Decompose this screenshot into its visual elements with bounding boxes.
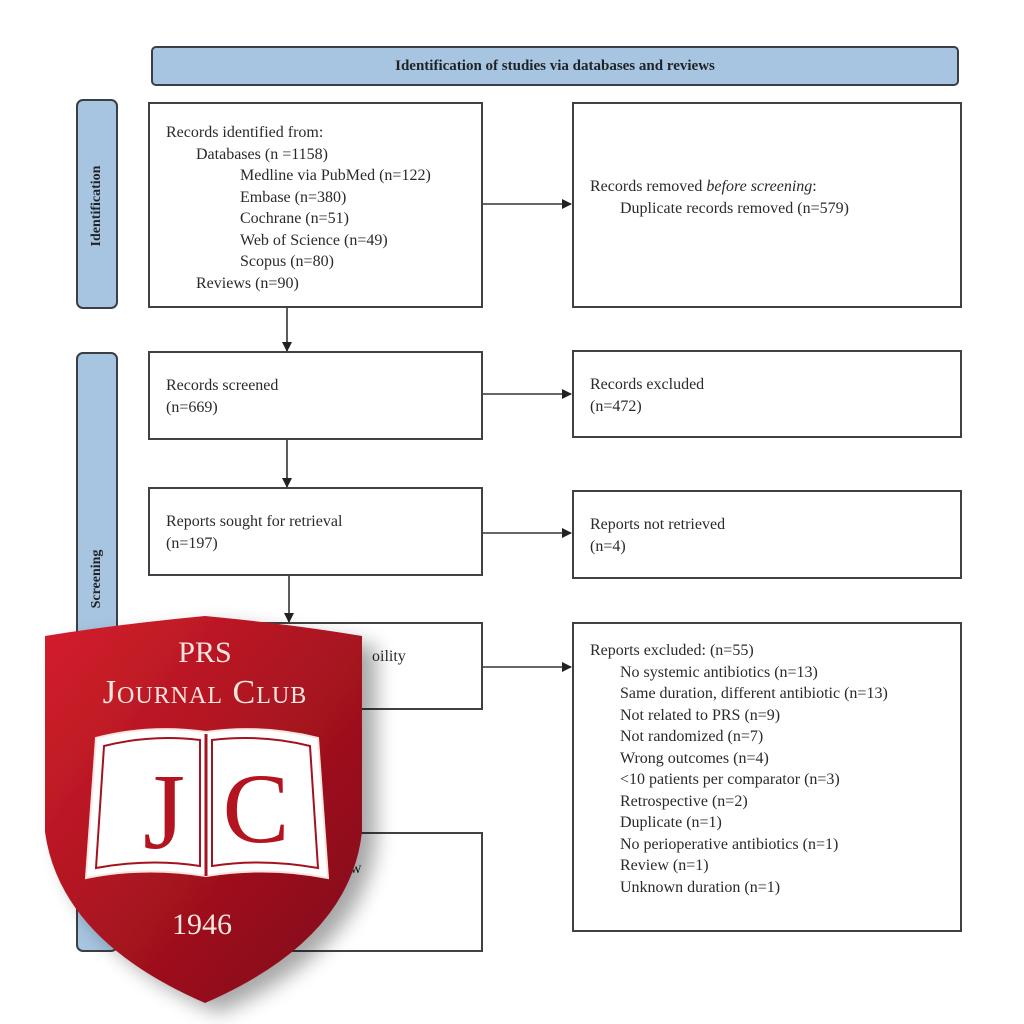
reports-sought-count: (n=197)	[166, 534, 218, 552]
records-removed-box: Records removed before screening: Duplic…	[572, 102, 962, 308]
exclusion-reason: Retrospective (n=2)	[620, 792, 748, 810]
records-excluded-box: Records excluded (n=472)	[572, 350, 962, 438]
badge-line2: Journal Club	[103, 674, 307, 711]
source-item: Web of Science (n=49)	[240, 231, 388, 249]
reports-sought-box: Reports sought for retrieval (n=197)	[148, 487, 483, 576]
exclusion-reason: Duplicate (n=1)	[620, 814, 722, 831]
exclusion-reason: Unknown duration (n=1)	[620, 878, 781, 896]
reports-assessed-partial-label: oility	[372, 648, 406, 665]
exclusion-reason: Review (n=1)	[620, 857, 709, 874]
exclusion-reason: No systemic antibiotics (n=13)	[620, 663, 818, 681]
heading-plain: Records removed	[590, 178, 707, 195]
reports-not-retrieved-count: (n=4)	[590, 537, 626, 555]
source-item: Cochrane (n=51)	[240, 210, 349, 227]
heading-colon: :	[812, 178, 817, 195]
open-book-icon	[84, 728, 330, 880]
databases-count: Databases (n =1158)	[196, 145, 328, 163]
exclusion-reason: No perioperative antibiotics (n=1)	[620, 835, 839, 853]
records-screened-label: Records screened	[166, 377, 279, 394]
phase-identification: Identification	[76, 99, 118, 309]
header-title: Identification of studies via databases …	[395, 57, 715, 74]
reports-not-retrieved-label: Reports not retrieved	[590, 516, 726, 533]
exclusion-reason: Not related to PRS (n=9)	[620, 706, 781, 724]
reviews-count: Reviews (n=90)	[196, 274, 299, 292]
exclusion-reason: Same duration, different antibiotic (n=1…	[620, 685, 888, 702]
records-excluded-count: (n=472)	[590, 397, 642, 415]
monogram-c: C	[223, 753, 290, 864]
exclusion-reason: Not randomized (n=7)	[620, 728, 764, 745]
header-bar: Identification of studies via databases …	[151, 46, 959, 86]
studies-included-partial-label: w	[350, 860, 362, 877]
records-excluded-label: Records excluded	[590, 376, 705, 393]
records-screened-box: Records screened (n=669)	[148, 351, 483, 440]
source-item: Embase (n=380)	[240, 188, 347, 206]
records-identified-box: Records identified from: Databases (n =1…	[148, 102, 483, 308]
source-item: Medline via PubMed (n=122)	[240, 167, 431, 184]
exclusion-reason: <10 patients per comparator (n=3)	[620, 771, 840, 788]
exclusion-reason: Wrong outcomes (n=4)	[620, 749, 769, 767]
records-screened-count: (n=669)	[166, 398, 218, 416]
reports-not-retrieved-box: Reports not retrieved (n=4)	[572, 490, 962, 579]
heading-italic: before screening	[706, 178, 813, 195]
records-removed-heading: Records removed before screening:	[590, 176, 849, 198]
records-identified-heading: Records identified from:	[166, 124, 324, 141]
reports-excluded-box: Reports excluded: (n=55) No systemic ant…	[572, 622, 962, 932]
monogram-j: J	[143, 753, 185, 872]
reports-excluded-heading: Reports excluded: (n=55)	[590, 642, 754, 659]
badge-line1: PRS	[178, 636, 231, 669]
reports-sought-label: Reports sought for retrieval	[166, 513, 343, 530]
duplicates-removed: Duplicate records removed (n=579)	[620, 199, 849, 217]
badge-year: 1946	[172, 908, 232, 941]
source-item: Scopus (n=80)	[240, 253, 334, 270]
